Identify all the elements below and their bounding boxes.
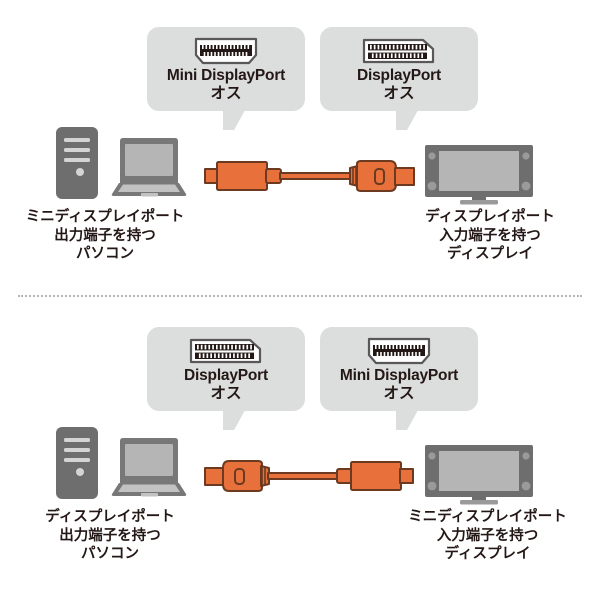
callout-bubble-displayport: DisplayPort オス bbox=[320, 27, 478, 130]
desktop-pc-tower-icon bbox=[55, 126, 99, 205]
caption-line-1: ディスプレイポート bbox=[425, 209, 555, 225]
callout-subtitle: オス bbox=[383, 84, 415, 102]
callout-title: DisplayPort bbox=[357, 67, 441, 84]
callout-label: Mini DisplayPort オス bbox=[166, 67, 286, 102]
displayport-connector-icon bbox=[361, 36, 437, 66]
callout-bubble-displayport: DisplayPort オス bbox=[147, 327, 305, 430]
caption-line-1: ミニディスプレイポート bbox=[25, 209, 185, 225]
desktop-pc-tower-icon bbox=[55, 426, 99, 505]
callout-label: DisplayPort オス bbox=[357, 67, 441, 102]
laptop-icon bbox=[110, 137, 188, 204]
caption-line-3: ディスプレイ bbox=[444, 546, 531, 563]
laptop-icon bbox=[110, 437, 188, 504]
display-monitor-icon bbox=[424, 444, 534, 511]
callout-title: Mini DisplayPort bbox=[166, 67, 286, 84]
caption-line-3: ディスプレイ bbox=[447, 246, 533, 263]
displayport-connector-icon bbox=[188, 336, 264, 366]
callout-label: DisplayPort オス bbox=[184, 367, 268, 402]
caption-left-bottom: ディスプレイポート 出力端子を持つ パソコン bbox=[15, 508, 205, 564]
bubble-tail bbox=[396, 410, 418, 430]
callout-label: Mini DisplayPort オス bbox=[339, 367, 459, 402]
caption-right-top: ディスプレイポート 入力端子を持つ ディスプレイ bbox=[390, 208, 590, 264]
caption-line-1: ミニディスプレイポート bbox=[408, 509, 567, 525]
bubble-tail bbox=[223, 410, 245, 430]
display-monitor-icon bbox=[424, 144, 534, 211]
callout-subtitle: オス bbox=[210, 384, 242, 402]
caption-line-2: 入力端子を持つ bbox=[439, 227, 541, 244]
caption-line-1: ディスプレイポート bbox=[45, 509, 175, 525]
caption-line-3: パソコン bbox=[81, 546, 139, 563]
bubble-tail bbox=[223, 110, 245, 130]
callout-bubble-mini-displayport: Mini DisplayPort オス bbox=[320, 327, 478, 430]
caption-line-2: 入力端子を持つ bbox=[436, 527, 539, 544]
callout-subtitle: オス bbox=[383, 384, 415, 402]
displayport-to-mini-displayport-cable bbox=[204, 457, 416, 502]
caption-line-2: 出力端子を持つ bbox=[54, 227, 156, 244]
section-divider bbox=[18, 295, 582, 297]
mini-displayport-connector-icon bbox=[192, 36, 260, 66]
caption-right-bottom: ミニディスプレイポート 入力端子を持つ ディスプレイ bbox=[385, 508, 590, 564]
bubble-tail bbox=[396, 110, 418, 130]
caption-left-top: ミニディスプレイポート 出力端子を持つ パソコン bbox=[10, 208, 200, 264]
diagram-section-top: Mini DisplayPort オス bbox=[0, 0, 600, 290]
mini-displayport-to-displayport-cable bbox=[204, 157, 416, 202]
callout-title: Mini DisplayPort bbox=[339, 367, 459, 384]
callout-bubble-mini-displayport: Mini DisplayPort オス bbox=[147, 27, 305, 130]
callout-title: DisplayPort bbox=[184, 367, 268, 384]
mini-displayport-connector-icon bbox=[365, 336, 433, 366]
callout-subtitle: オス bbox=[210, 84, 242, 102]
diagram-section-bottom: DisplayPort オス bbox=[0, 300, 600, 590]
caption-line-2: 出力端子を持つ bbox=[59, 527, 161, 544]
caption-line-3: パソコン bbox=[76, 246, 134, 263]
